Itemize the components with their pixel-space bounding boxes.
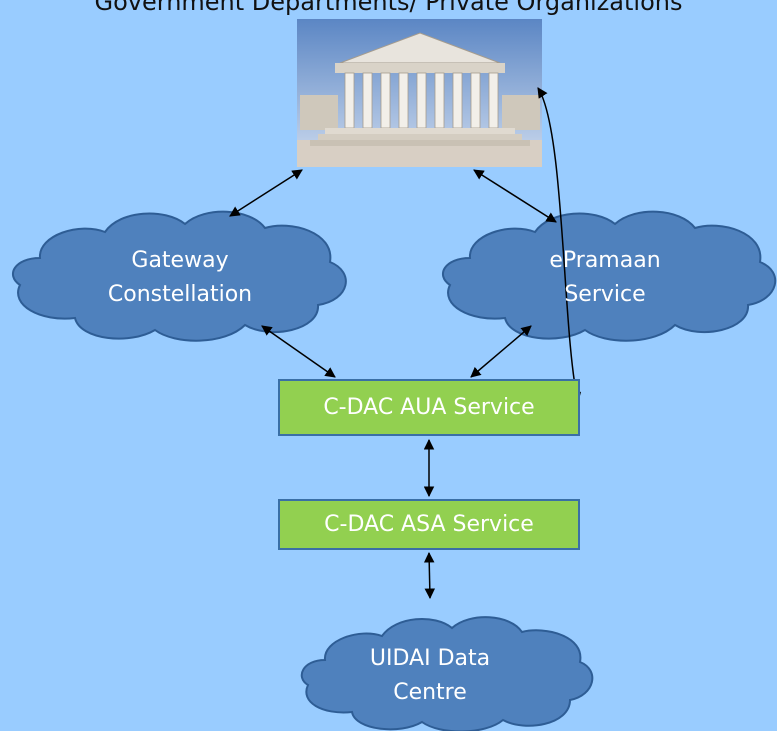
cloud-uidai — [300, 616, 594, 731]
cloud-epramaan — [442, 210, 777, 342]
epramaan-label-line2: Service — [564, 282, 646, 307]
epramaan-label-line1: ePramaan — [549, 248, 661, 273]
gateway-label-line1: Gateway — [131, 248, 229, 273]
arrow-gateway-aua — [261, 325, 336, 378]
diagram-title: Government Departments/ Private Organiza… — [94, 0, 683, 16]
arrow-building-aua-curve — [537, 87, 582, 404]
cloud-gateway — [12, 210, 347, 342]
asa-service-box: C-DAC ASA Service — [278, 499, 580, 550]
gateway-label: Gateway Constellation — [105, 244, 255, 312]
uidai-label-line1: UIDAI Data — [369, 646, 491, 671]
aua-service-box: C-DAC AUA Service — [278, 379, 580, 436]
arrow-building-epramaan — [473, 169, 557, 223]
arrow-building-gateway — [229, 169, 303, 217]
uidai-label-line2: Centre — [393, 680, 467, 705]
gateway-label-line2: Constellation — [107, 282, 253, 307]
building-icon — [297, 19, 542, 167]
arrow-epramaan-aua — [470, 325, 532, 378]
epramaan-label: ePramaan Service — [530, 244, 680, 312]
arrow-asa-uidai — [423, 551, 436, 600]
uidai-label: UIDAI Data Centre — [345, 642, 515, 710]
connector-arrows — [229, 87, 582, 600]
